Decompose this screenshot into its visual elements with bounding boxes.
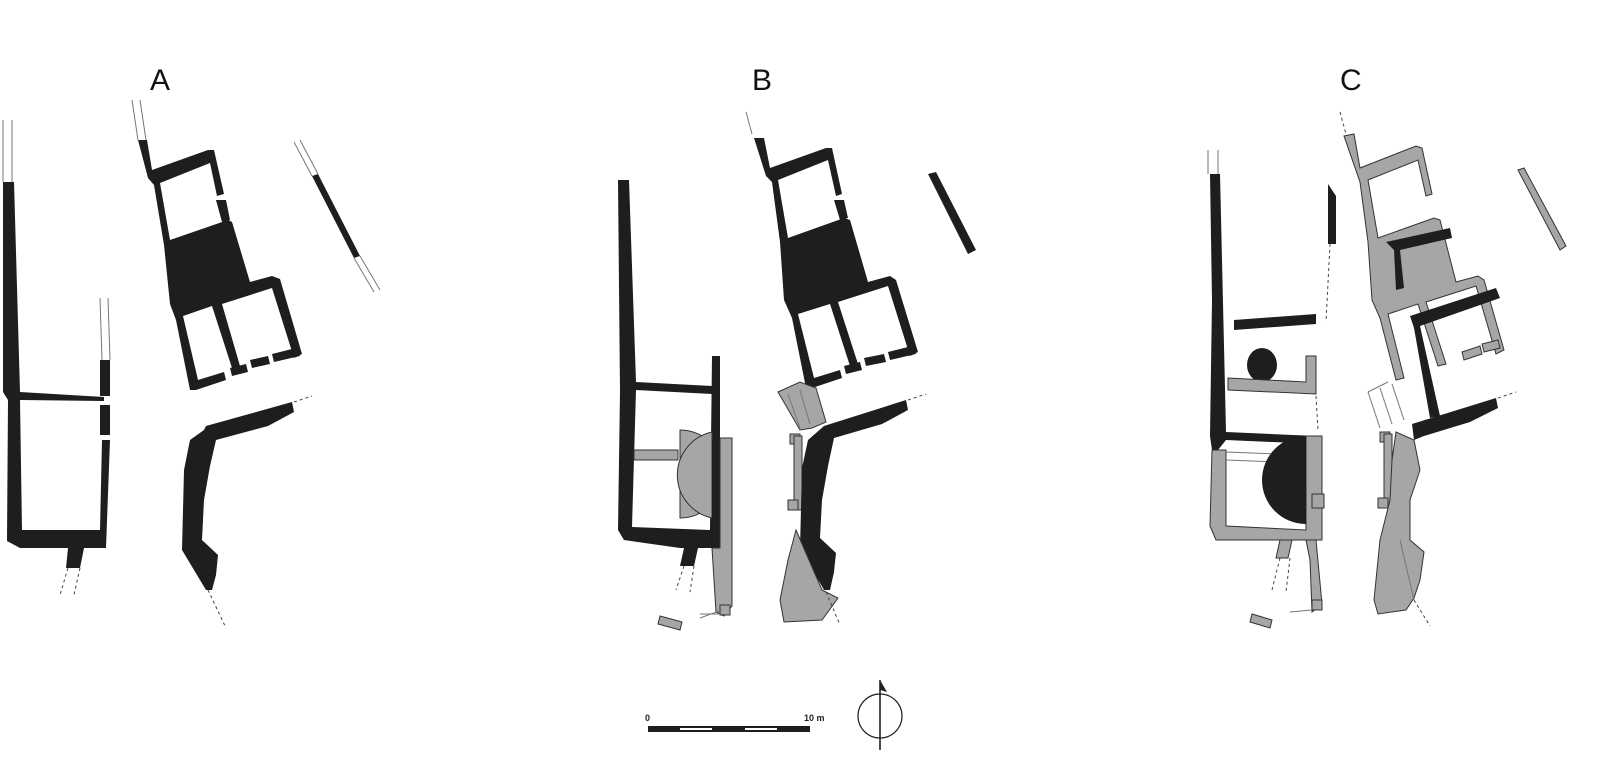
panel-b-central-building <box>745 111 918 388</box>
panel-b-label: B <box>752 64 772 97</box>
panel-c-east-wall <box>1517 167 1567 251</box>
panel-b-south-wall <box>777 381 927 626</box>
panel-a: A <box>2 64 381 629</box>
panel-a-west-building <box>2 120 111 596</box>
panel-a-central-building <box>131 99 302 390</box>
panel-b: B <box>618 64 976 631</box>
north-arrow-icon <box>857 680 903 750</box>
panel-c-central-building <box>1339 111 1505 418</box>
panel-c-label: C <box>1340 64 1362 97</box>
panel-a-east-wall <box>293 139 381 293</box>
scale-bar: 0 10 m <box>645 713 825 732</box>
panel-a-south-wall <box>182 395 313 629</box>
scale-bar-end-label: 10 m <box>804 713 825 723</box>
panel-c-south-wall <box>1367 381 1517 627</box>
panel-b-west-building <box>618 180 733 631</box>
panel-a-label: A <box>150 64 170 97</box>
scale-bar-start-label: 0 <box>645 713 650 723</box>
panel-c: C <box>1207 64 1567 629</box>
panel-c-west-building <box>1207 150 1336 629</box>
panel-b-east-wall <box>928 172 976 254</box>
